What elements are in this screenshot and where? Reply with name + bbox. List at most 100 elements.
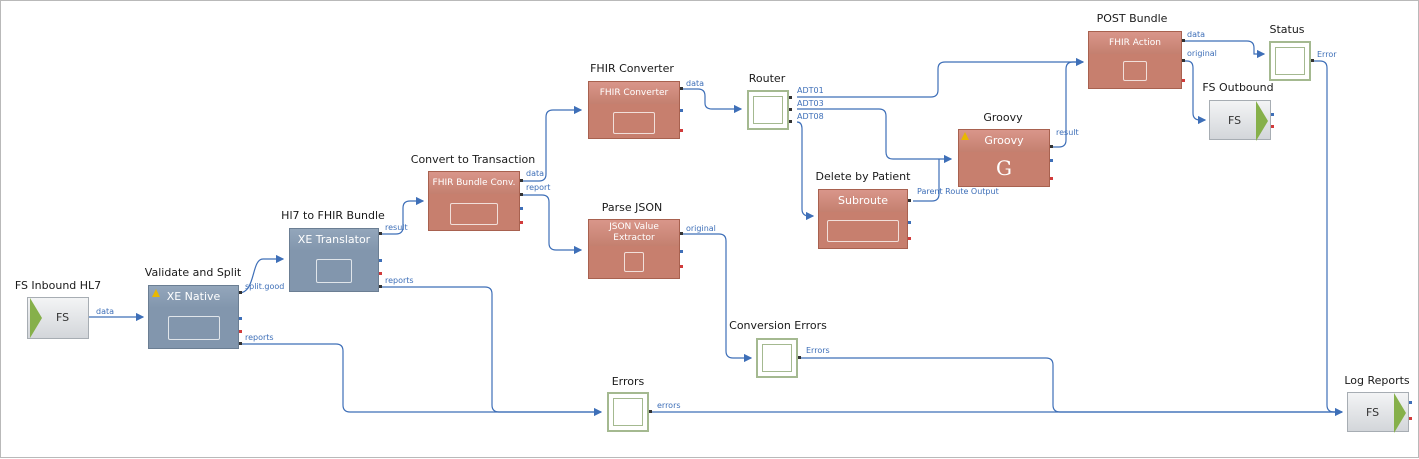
errors-title: Errors [611,375,645,388]
wire-adt01 [797,57,1085,98]
post-bundle-node[interactable]: FHIR Action [1088,31,1182,89]
file-arrow-icon [30,298,42,338]
file-arrow-icon [1256,101,1268,141]
conversion-errors-title: Conversion Errors [729,319,827,332]
port-parent-route-output[interactable] [908,199,911,202]
hl7-fhir-node[interactable]: XE Translator [289,228,379,292]
fs-outbound-node[interactable]: FS [1209,100,1271,141]
port-out[interactable] [1409,401,1412,404]
port-error[interactable] [1311,59,1314,62]
port-out[interactable] [680,250,683,253]
fhir-converter-header: FHIR Converter [589,82,679,104]
port-original[interactable] [1182,59,1185,62]
wire-split-good [238,254,285,294]
errors-node[interactable] [607,392,649,432]
convert-tx-header: FHIR Bundle Conv. [429,172,519,194]
conversion-errors-node[interactable] [756,338,798,378]
port-label-adt01: ADT01 [797,86,824,95]
port-reports[interactable] [239,342,242,345]
parse-json-title: Parse JSON [601,201,663,214]
post-bundle-header: FHIR Action [1089,32,1181,54]
port-label-errors: errors [657,401,681,410]
port-errors[interactable] [798,356,801,359]
port-label-data: data [526,169,545,178]
delete-patient-node[interactable]: Subroute [818,189,908,249]
port-error[interactable] [1182,79,1185,82]
xe-native-icon [167,316,220,340]
port-out[interactable] [680,109,683,112]
port-label-error: Error [1317,50,1337,59]
port-data[interactable] [520,179,523,182]
port-error[interactable] [520,221,523,224]
port-error[interactable] [1050,177,1053,180]
bundle-convert-icon [450,203,498,225]
port-label-result: result [385,223,408,232]
fs-outbound-label: FS [1228,114,1242,127]
router-icon [753,96,783,124]
port-error[interactable] [908,237,911,240]
port-split-good[interactable] [239,291,242,294]
fs-inbound-node[interactable]: FS [27,297,89,339]
validate-split-node[interactable]: XE Native [148,285,239,349]
wire-adt03 [797,108,953,164]
convert-tx-node[interactable]: FHIR Bundle Conv. [428,171,520,231]
log-reports-label: FS [1366,406,1380,419]
fhir-converter-title: FHIR Converter [590,62,674,75]
port-error[interactable] [680,265,683,268]
port-out[interactable] [908,221,911,224]
wire-conv-errors-out [798,357,1342,413]
port-report[interactable] [520,193,523,196]
port-error[interactable] [680,129,683,132]
wire-validate-reports [239,343,603,417]
groovy-node[interactable]: Groovy G [958,129,1050,187]
port-reports[interactable] [379,285,382,288]
groovy-header: Groovy [959,130,1049,152]
convert-tx-title: Convert to Transaction [410,153,536,166]
converter-icon [613,112,655,134]
wire-parse-original [680,233,753,363]
port-error[interactable] [239,330,242,333]
port-data[interactable] [1182,39,1185,42]
fhir-action-icon [1123,61,1147,81]
status-node[interactable] [1269,41,1311,81]
wire-post-original [1182,60,1207,125]
port-out[interactable] [1271,113,1274,116]
wire-converter-data [680,88,743,114]
port-errors[interactable] [649,410,652,413]
wire-subroute-output [913,159,940,202]
warning-icon [152,289,160,297]
port-original[interactable] [680,232,683,235]
port-error[interactable] [1271,125,1274,128]
fhir-converter-node[interactable]: FHIR Converter [588,81,680,139]
wire-translator-result [379,196,425,235]
subroute-icon [827,220,899,242]
port-label-reports: reports [245,333,274,342]
port-out[interactable] [379,259,382,262]
port-out[interactable] [239,317,242,320]
wire-post-data [1182,40,1266,59]
port-data[interactable] [680,87,683,90]
fs-inbound-title: FS Inbound HL7 [14,279,102,292]
port-out[interactable] [520,207,523,210]
port-adt03[interactable] [789,108,792,111]
port-out[interactable] [1050,159,1053,162]
port-result[interactable] [379,232,382,235]
parse-json-node[interactable]: JSON Value Extractor [588,219,680,279]
router-node[interactable] [747,90,789,130]
port-error[interactable] [1409,417,1412,420]
parse-json-header: JSON Value Extractor [589,220,679,246]
port-adt01[interactable] [789,96,792,99]
wire-convert-report [520,194,583,255]
post-bundle-title: POST Bundle [1096,12,1168,25]
port-result[interactable] [1050,145,1053,148]
fs-outbound-title: FS Outbound [1202,81,1274,94]
port-error[interactable] [379,272,382,275]
wire-translator-reports [379,286,601,413]
log-reports-node[interactable]: FS [1347,392,1409,433]
port-adt08[interactable] [789,120,792,123]
groovy-glyph: G [996,156,1012,180]
port-label-adt03: ADT03 [797,99,824,108]
validate-split-title: Validate and Split [144,266,242,279]
